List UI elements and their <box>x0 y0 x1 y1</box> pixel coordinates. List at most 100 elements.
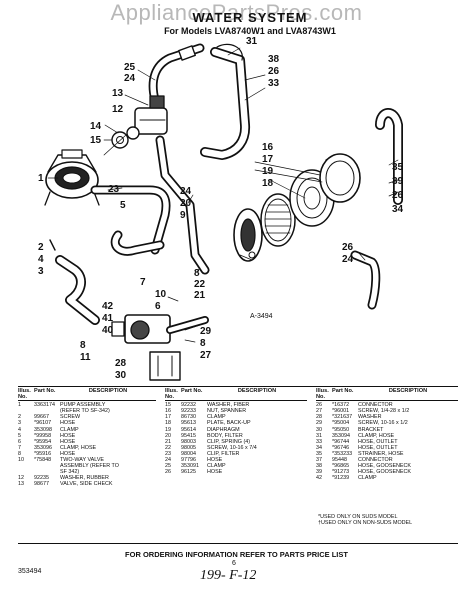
illus-number: 20 <box>165 432 171 439</box>
part-number: 353091 <box>181 463 199 470</box>
part-description: NUT, SPANNER <box>207 408 247 415</box>
illus-number: 29 <box>316 420 322 427</box>
callout-5: 5 <box>120 200 126 211</box>
part-description: CLAMP <box>207 463 226 470</box>
part-description: CLAMP <box>207 414 226 421</box>
part-number: 92232 <box>181 402 196 409</box>
part-description: TWO-WAY VALVE <box>60 457 105 464</box>
header-illus: Illus. No. <box>165 388 178 401</box>
part-number: 99667 <box>34 414 49 421</box>
illus-number: 31 <box>316 432 322 439</box>
illus-number: 38 <box>316 463 322 470</box>
illus-number: 4 <box>18 426 21 433</box>
table-top-rule <box>18 386 458 387</box>
callout-18: 18 <box>262 178 274 189</box>
callout-26-lower: 26 <box>342 242 354 253</box>
header-description: DESCRIPTION <box>237 388 277 394</box>
part-number: 86730 <box>181 414 196 421</box>
header-part: Part No. <box>181 388 203 394</box>
part-description: CLAMP, HOSE <box>358 432 395 439</box>
illus-number: 19 <box>165 426 171 433</box>
part-number: *95954 <box>34 438 52 445</box>
illus-number: 7 <box>18 444 21 451</box>
part-description: SF 342) <box>60 469 80 476</box>
part-number: *95004 <box>332 420 350 427</box>
part-number: 98005 <box>181 444 196 451</box>
filter-assembly <box>233 153 361 262</box>
illus-number: 25 <box>165 463 171 470</box>
part-number: *75848 <box>34 457 52 464</box>
part-description: CLAMP <box>60 426 79 433</box>
illus-number: 34 <box>316 444 322 451</box>
callout-8-left: 8 <box>80 340 86 351</box>
part-number: 98677 <box>34 481 49 488</box>
part-number: 95613 <box>181 420 196 427</box>
callout-24-mid: 24 <box>180 186 192 197</box>
header-part: Part No. <box>332 388 354 394</box>
part-number: 98004 <box>181 450 196 457</box>
part-description: PLATE, BACK-UP <box>207 420 251 427</box>
part-number: 92235 <box>34 475 49 482</box>
callout-38: 38 <box>268 54 280 65</box>
watermark: AppliancePartsPros.com <box>110 0 363 25</box>
page-title: WATER SYSTEM <box>192 10 308 25</box>
illus-number: 30 <box>316 426 322 433</box>
part-description: HOSE, OUTLET <box>358 438 398 445</box>
parts-row: 18 95613 PLATE, BACK-UP <box>165 420 307 426</box>
part-description: CLIP, FILTER <box>207 450 240 457</box>
clamp-top <box>178 45 196 61</box>
part-number: 98003 <box>181 438 196 445</box>
illus-number: 42 <box>316 475 322 482</box>
part-number: *96746 <box>332 444 350 451</box>
illus-number: 35 <box>316 450 322 457</box>
part-number: 97796 <box>181 457 196 464</box>
part-description: HOSE <box>60 420 76 427</box>
page-number: 6 <box>232 560 236 567</box>
part-number: 3363174 <box>34 402 55 409</box>
water-system-diagram: 31 25 24 13 12 14 15 38 26 33 1 23 5 16 … <box>38 36 404 381</box>
callout-19: 19 <box>262 166 274 177</box>
illus-number: 15 <box>165 402 171 409</box>
illus-number: 16 <box>165 408 171 415</box>
callout-9: 9 <box>180 210 186 221</box>
illus-number: 28 <box>316 414 322 421</box>
part-description: HOSE <box>207 457 223 464</box>
part-description: HOSE <box>60 450 76 457</box>
illus-number: 10 <box>18 457 24 464</box>
callout-12: 12 <box>112 104 124 115</box>
pump-assembly <box>44 149 100 206</box>
part-number: *353233 <box>332 450 353 457</box>
part-description: BODY, FILTER <box>207 432 243 439</box>
callout-26-right: 26 <box>392 190 404 201</box>
illus-number: 24 <box>165 457 171 464</box>
callout-31: 31 <box>246 36 258 47</box>
callout-39: 39 <box>392 176 404 187</box>
callout-22: 22 <box>194 279 206 290</box>
parts-row: 24 97796 HOSE <box>165 457 307 463</box>
part-description: VALVE, SIDE CHECK <box>60 481 113 488</box>
callout-17: 17 <box>262 154 274 165</box>
part-description: HOSE, GOOSENECK <box>358 463 412 470</box>
illus-number: 18 <box>165 420 171 427</box>
illus-number: 33 <box>316 438 322 445</box>
header-description: DESCRIPTION <box>88 388 128 394</box>
callout-8-mid: 8 <box>194 268 200 279</box>
part-description: CLAMP, HOSE <box>60 444 97 451</box>
